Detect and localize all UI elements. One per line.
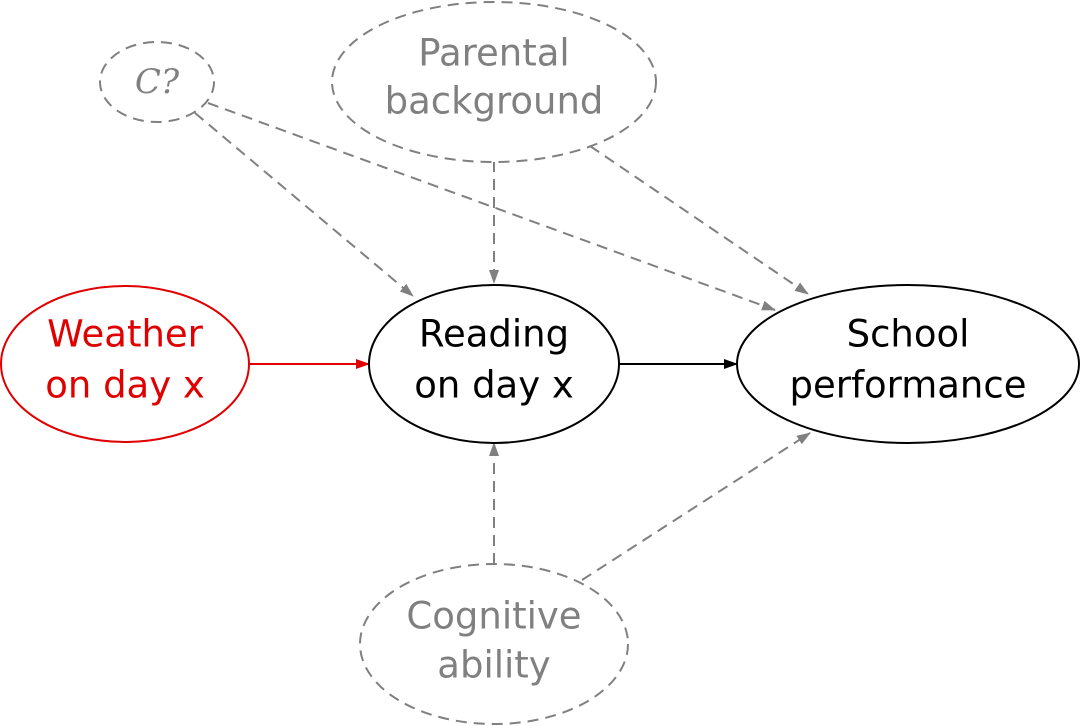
node-parental-background-line2: background: [385, 80, 604, 123]
node-cognitive-ability-line2: ability: [437, 644, 550, 687]
node-cognitive-ability-ellipse: [359, 563, 629, 725]
node-confounder-label: C?: [135, 62, 180, 102]
node-reading: Reading on day x: [368, 284, 620, 444]
dashed-edges: [194, 102, 811, 581]
edge-parental-to-school: [589, 145, 809, 295]
node-confounder: C?: [99, 41, 215, 123]
node-confounder-ellipse: [99, 41, 215, 123]
node-parental-background-line1: Parental: [418, 32, 569, 75]
node-parental-background: Parental background: [331, 1, 657, 163]
node-weather: Weather on day x: [0, 285, 250, 443]
node-school-performance-line1: School: [847, 313, 970, 356]
edge-c-to-reading: [194, 112, 414, 297]
node-school-performance-line2: performance: [790, 364, 1027, 407]
node-reading-line1: Reading: [419, 313, 569, 356]
node-weather-line2: on day x: [45, 364, 205, 407]
edge-c-to-school: [207, 102, 776, 311]
node-reading-ellipse: [368, 284, 620, 444]
node-weather-ellipse: [0, 285, 250, 443]
node-school-performance: School performance: [736, 284, 1080, 444]
edge-cognitive-to-school: [581, 432, 811, 581]
node-parental-background-ellipse: [331, 1, 657, 163]
node-cognitive-ability: Cognitive ability: [359, 563, 629, 725]
node-reading-line2: on day x: [414, 364, 574, 407]
node-school-performance-ellipse: [736, 284, 1080, 444]
node-weather-line1: Weather: [47, 313, 204, 356]
node-cognitive-ability-line1: Cognitive: [406, 595, 581, 638]
